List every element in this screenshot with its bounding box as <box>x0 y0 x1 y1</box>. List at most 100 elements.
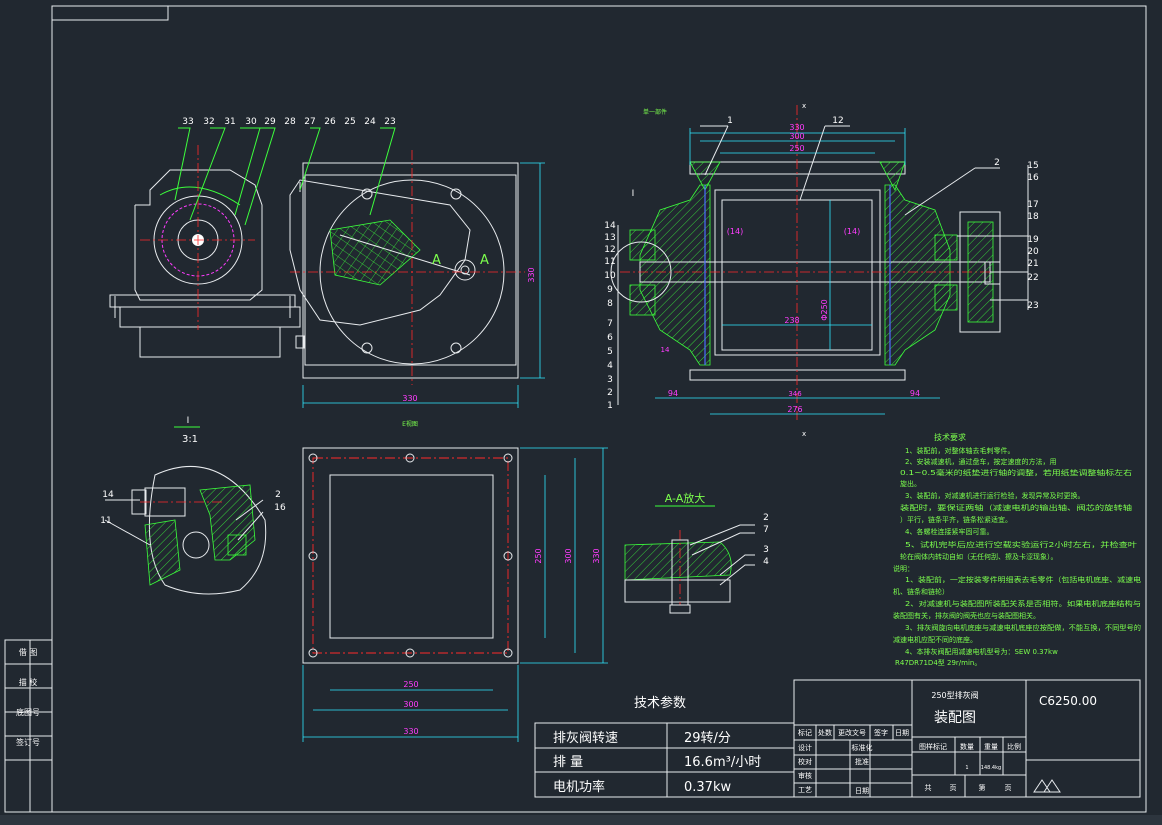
bv-dim-r0: 250 <box>534 548 543 563</box>
tech-req-line-12: 机、链条和链轮） <box>893 587 949 596</box>
tb-product-name: 250型排灰阀 <box>931 690 978 700</box>
sv-cr-8: 23 <box>1027 301 1038 311</box>
sv-cr-7: 22 <box>1027 273 1038 283</box>
sv-cl-3: 11 <box>604 257 615 267</box>
tech-req-line-17: 4、本排灰阀配用减速电机型号为：SEW 0.37kw <box>905 647 1058 656</box>
section-view: 330 300 250 94 346 276 94 238 Φ250 (14) … <box>610 102 1029 438</box>
sv-dim-14b: (14) <box>844 227 860 236</box>
tb-drawing-number: C6250.00 <box>1039 694 1097 708</box>
tb-stage-header-3: 比例 <box>1007 742 1021 751</box>
sv-cl-10: 4 <box>607 361 613 371</box>
sv-cr-2: 17 <box>1027 200 1038 210</box>
tb-stage-header-2: 重量 <box>984 743 998 751</box>
tech-req-line-16: 减速电机应配不同的底座。 <box>893 635 977 644</box>
tech-req-line-1: 2、安装减速机，通过盘车，按定速度的方法，用 <box>905 457 1056 466</box>
sv-cl-0: 14 <box>604 221 616 231</box>
tech-params-table: 技术参数 排灰阀转速 29转/分 排 量 16.6m³/小时 电机功率 0.37… <box>534 695 795 798</box>
aa-section-view: A-A放大 2 7 3 4 <box>624 491 769 614</box>
sv-cl-12: 2 <box>607 388 613 398</box>
lv-callout-2: 31 <box>224 117 235 127</box>
tb-row-header-3: 签字 <box>874 728 888 737</box>
sv-dim-top-2: 250 <box>789 144 804 153</box>
sv-cl-2: 12 <box>604 245 615 255</box>
lv-callout-1: 32 <box>203 117 214 127</box>
lv-callout-4: 29 <box>264 117 276 127</box>
section-callouts-right: 15 16 17 18 19 20 21 22 23 <box>1027 161 1039 311</box>
sv-mark-x-top: x <box>802 102 806 110</box>
sv-note-label: 单一部件 <box>643 108 667 116</box>
param-value-2: 0.37kw <box>684 780 731 795</box>
bottom-view-note: E视图 <box>402 420 418 428</box>
tb-sheet-3: 页 <box>1005 784 1012 792</box>
param-value-1: 16.6m³/小时 <box>684 755 761 770</box>
left-stamp-labels: 借 图 描 校 底图号 签订号 <box>16 647 40 747</box>
detail-view: 14 11 2 16 <box>100 465 286 595</box>
tb-sheet-0: 共 <box>925 783 932 792</box>
detail-label: I 3:1 <box>174 416 200 445</box>
tech-req-line-14: 装配图有关，排灰阀的阀壳也应与装配图相关。 <box>893 611 1040 620</box>
stamp-label-1: 描 校 <box>19 677 38 687</box>
sv-dim-14c: 14 <box>661 346 670 354</box>
sv-cr-1: 16 <box>1027 173 1039 183</box>
tech-req-line-4: 3、装配前，对减速机进行运行检验，发现异常及时更换。 <box>905 491 1084 500</box>
sv-cl-8: 6 <box>607 333 613 343</box>
lv-callout-6: 27 <box>304 117 315 127</box>
tech-req-line-10: 说明： <box>893 564 914 573</box>
param-label-2: 电机功率 <box>553 779 605 795</box>
lv-callout-10: 23 <box>384 117 395 127</box>
sv-detail-mark: I <box>632 189 635 199</box>
sv-dim-bot-1: 346 <box>788 390 802 398</box>
tech-req-line-3: 旋出。 <box>900 479 921 488</box>
sv-cl-4: 10 <box>604 271 616 281</box>
tb-role-right-1: 批准 <box>855 757 869 766</box>
tb-stage-value-1: 148.4kg <box>981 765 1001 771</box>
aa-callout-0: 2 <box>763 513 769 523</box>
sv-dim-14a: (14) <box>727 227 743 236</box>
detail-1-label: I <box>187 416 190 426</box>
tb-drawing-type: 装配图 <box>934 710 976 726</box>
sv-cr-0: 15 <box>1027 161 1038 171</box>
section-callouts-left: 14 13 12 11 10 9 8 7 6 5 4 3 2 1 <box>604 221 616 411</box>
bottom-view: E视图 250 300 330 250 300 330 <box>302 420 608 742</box>
status-strip <box>0 815 1162 825</box>
param-label-0: 排灰阀转速 <box>553 731 618 746</box>
sv-dim-bot-3: 94 <box>910 389 920 398</box>
tb-row-header-2: 更改文号 <box>838 728 866 737</box>
sv-mark-x-bot: x <box>802 430 806 438</box>
left-dim-width: 330 <box>402 394 417 403</box>
sv-top-callout-2: 2 <box>994 158 1000 168</box>
sv-dim-bot-2: 276 <box>787 405 802 414</box>
left-view-callouts: 33 32 31 30 29 28 27 26 25 24 23 <box>182 117 395 127</box>
sv-dim-bot-0: 94 <box>668 389 678 398</box>
sv-cl-7: 7 <box>607 319 613 329</box>
dv-callout-l0: 14 <box>102 490 114 500</box>
lv-callout-8: 25 <box>344 117 355 127</box>
aa-view-title: A-A放大 <box>665 491 706 505</box>
stamp-label-3: 签订号 <box>16 737 40 747</box>
lv-callout-3: 30 <box>245 117 257 127</box>
sheet-border <box>4 5 1147 813</box>
tb-sheet-1: 页 <box>950 784 957 792</box>
sv-cl-6: 8 <box>607 299 613 309</box>
aa-callout-2: 3 <box>763 545 769 555</box>
dv-callout-r0: 2 <box>275 490 281 500</box>
aa-callout-1: 7 <box>763 525 769 535</box>
sv-cl-11: 3 <box>607 375 613 385</box>
sv-cl-5: 9 <box>607 285 613 295</box>
aa-callout-3: 4 <box>763 557 769 567</box>
sv-cr-6: 21 <box>1027 259 1038 269</box>
title-block: 250型排灰阀 装配图 C6250.00 标记 处数 更改文号 签字 日期 设计… <box>793 679 1141 798</box>
tb-stage-header-0: 图样标记 <box>919 742 947 751</box>
left-view: A A 330 330 <box>109 127 545 408</box>
lv-callout-7: 26 <box>324 117 336 127</box>
tech-req-title: 技术要求 <box>934 432 966 442</box>
lv-callout-9: 24 <box>364 117 376 127</box>
tech-req-line-6: ）平行，链条平齐，链条松紧适宜。 <box>900 515 1012 524</box>
tb-stage-header-1: 数量 <box>960 742 974 751</box>
tb-sheet-2: 第 <box>979 783 986 792</box>
bv-dim-b0: 250 <box>403 680 418 689</box>
bv-dim-b1: 300 <box>403 700 418 709</box>
tech-req-line-5: 装配时，要保证两轴（减速电机的输出轴、阀芯的旋转轴 <box>900 503 1132 512</box>
sv-cr-4: 19 <box>1027 235 1039 245</box>
sv-dim-dia: Φ250 <box>820 299 829 321</box>
